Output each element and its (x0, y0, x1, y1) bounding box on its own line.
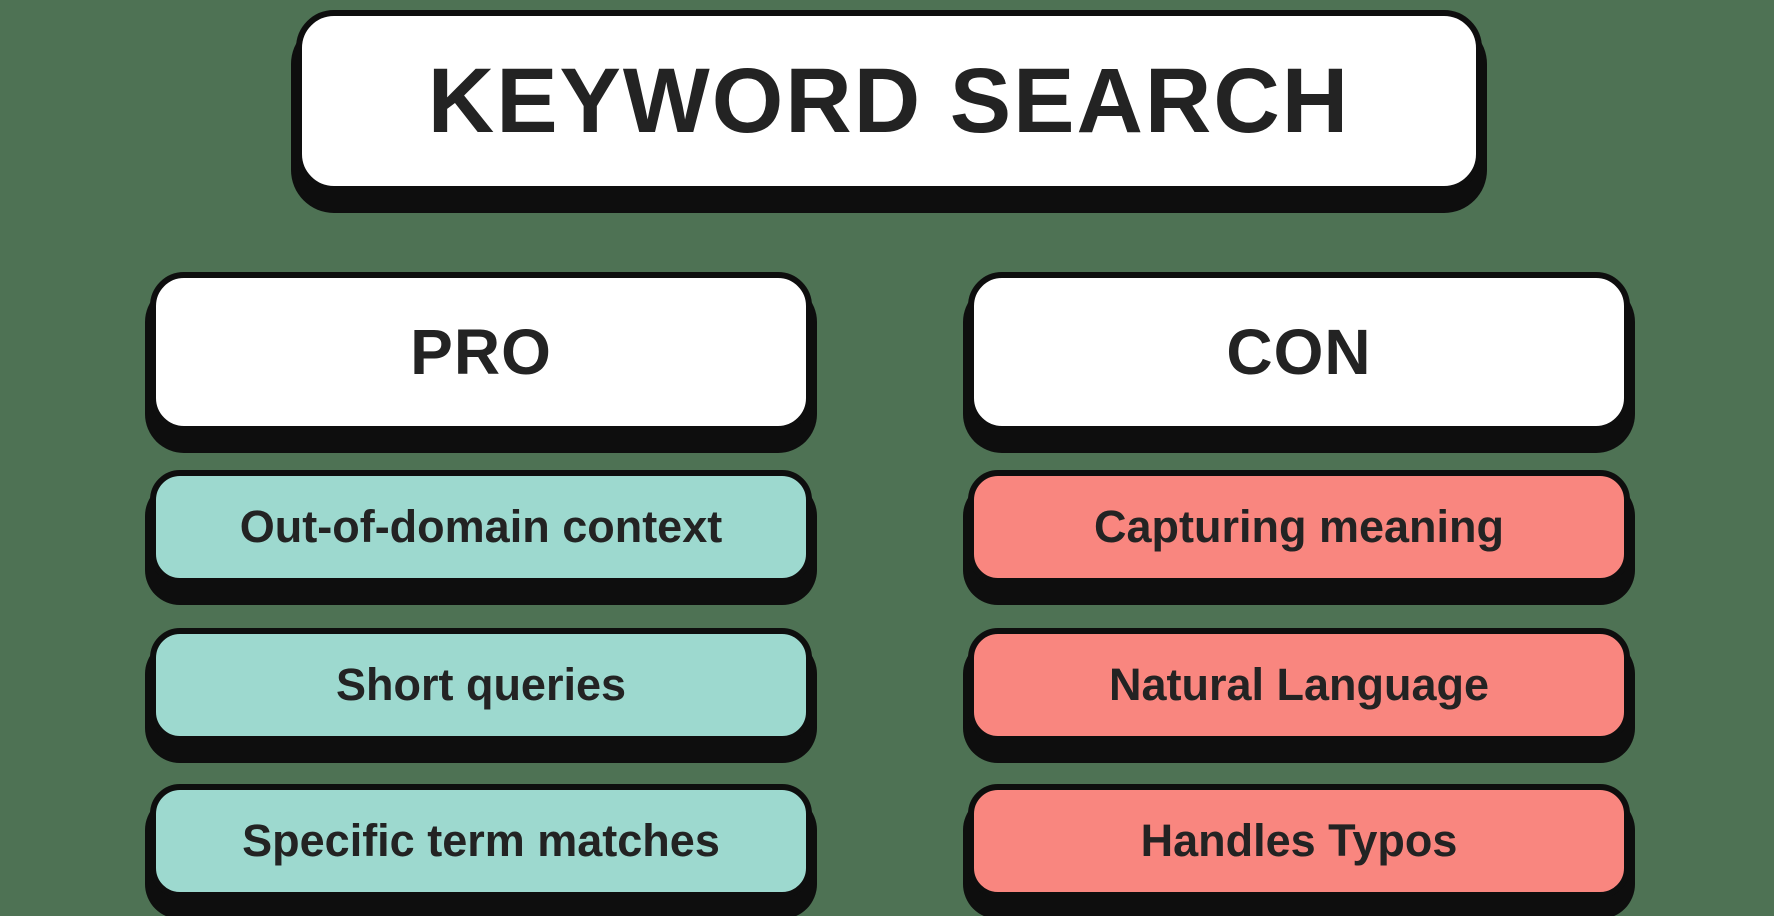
pro-header-card: PRO (150, 272, 812, 432)
con-item-label: Natural Language (1108, 659, 1490, 710)
con-item-card: Natural Language (968, 628, 1630, 742)
con-item-card: Capturing meaning (968, 470, 1630, 584)
pro-item-label: Out-of-domain context (239, 501, 723, 552)
pro-item-card: Specific term matches (150, 784, 812, 898)
con-header-label: CON (1226, 316, 1372, 388)
pro-item-card: Short queries (150, 628, 812, 742)
diagram-title: KEYWORD SEARCH (427, 49, 1351, 152)
con-item-label: Handles Typos (1140, 815, 1458, 866)
con-header-card: CON (968, 272, 1630, 432)
con-item-card: Handles Typos (968, 784, 1630, 898)
pro-item-label: Specific term matches (242, 815, 720, 866)
con-item-label: Capturing meaning (1093, 501, 1504, 552)
title-card: KEYWORD SEARCH (296, 10, 1482, 192)
pro-item-card: Out-of-domain context (150, 470, 812, 584)
pro-item-label: Short queries (335, 659, 627, 710)
pro-header-label: PRO (410, 316, 552, 388)
